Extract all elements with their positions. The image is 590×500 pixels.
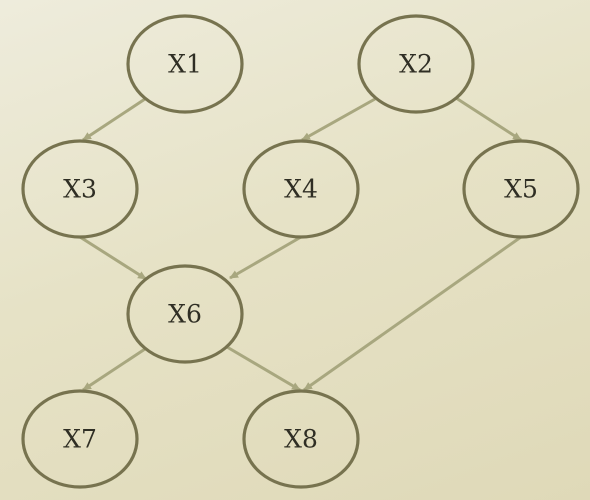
edge-x6-to-x8 xyxy=(226,345,301,392)
node-x6: X6 xyxy=(126,264,244,364)
node-label: X8 xyxy=(284,425,318,454)
node-ellipse xyxy=(242,389,360,489)
edge-x6-to-x7 xyxy=(82,347,146,392)
node-label: X7 xyxy=(63,425,97,454)
node-ellipse xyxy=(21,139,139,239)
edge-x1-to-x3 xyxy=(82,97,146,142)
node-x5: X5 xyxy=(462,139,580,239)
node-label: X3 xyxy=(63,175,97,204)
node-ellipse xyxy=(357,14,475,114)
node-ellipse xyxy=(242,139,360,239)
node-ellipse xyxy=(126,264,244,364)
node-ellipse xyxy=(126,14,244,114)
edge-x2-to-x5 xyxy=(455,96,522,142)
node-x1: X1 xyxy=(126,14,244,114)
node-ellipse xyxy=(21,389,139,489)
edges-layer xyxy=(79,96,522,392)
edge-x3-to-x6 xyxy=(79,235,147,281)
node-x4: X4 xyxy=(242,139,360,239)
node-ellipse xyxy=(462,139,580,239)
node-label: X2 xyxy=(399,50,433,79)
node-x3: X3 xyxy=(21,139,139,239)
node-label: X4 xyxy=(284,175,318,204)
edge-x2-to-x4 xyxy=(301,97,376,142)
node-label: X5 xyxy=(504,175,538,204)
node-label: X1 xyxy=(168,50,202,79)
edge-x5-to-x8 xyxy=(303,235,522,392)
node-x8: X8 xyxy=(242,389,360,489)
node-x7: X7 xyxy=(21,389,139,489)
edge-x4-to-x6 xyxy=(229,235,302,280)
node-x2: X2 xyxy=(357,14,475,114)
node-label: X6 xyxy=(168,300,202,329)
